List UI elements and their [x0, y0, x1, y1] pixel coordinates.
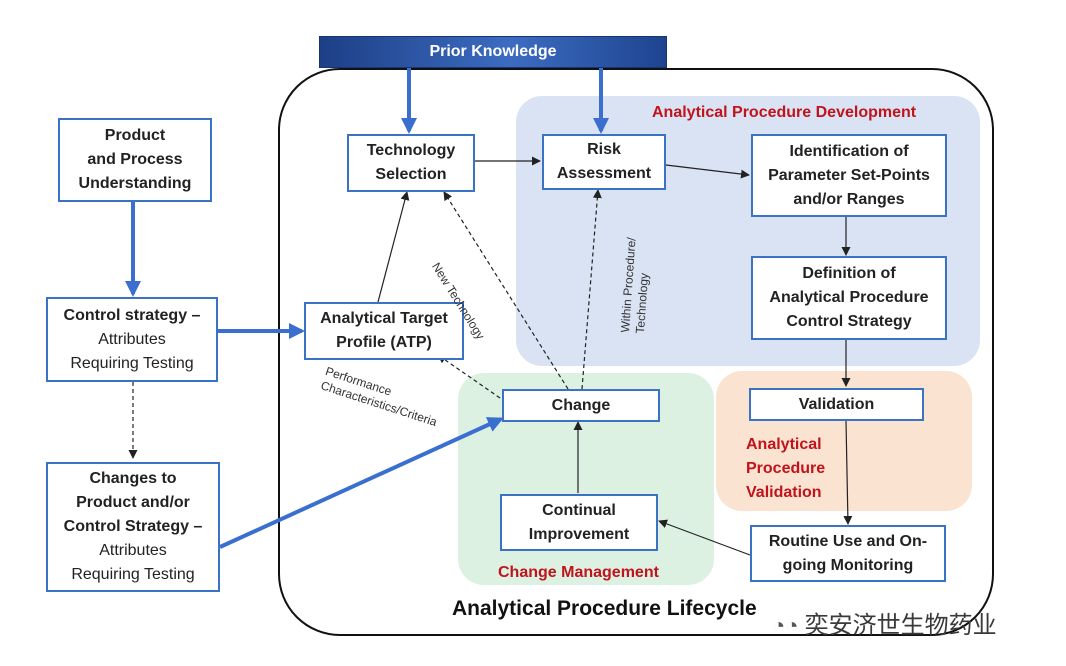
- validation-label-line-2: Procedure: [746, 460, 826, 477]
- identification-line-3: and/or Ranges: [793, 190, 905, 208]
- change-to-atp-arrow: [437, 354, 501, 399]
- changes-line-4: Attributes: [99, 542, 167, 559]
- prior-knowledge-label: Prior Knowledge: [429, 43, 557, 60]
- watermark: ◔◔奕安济世生物药业: [772, 605, 997, 640]
- validation-to-routine-arrow: [843, 420, 853, 525]
- identification-box: Identification of Parameter Set-Points a…: [751, 134, 947, 217]
- validation-box-label: Validation: [798, 395, 875, 413]
- continual-improvement-box: Continual Improvement: [500, 494, 658, 551]
- risk-assessment-line-1: Risk: [587, 141, 621, 158]
- changes-to-product-box: Changes to Product and/or Control Strate…: [46, 462, 220, 592]
- control-strategy-title: Control strategy –: [63, 306, 201, 324]
- validation-label-line-1: Analytical: [746, 436, 822, 453]
- routine-use-line-2: going Monitoring: [782, 556, 914, 574]
- development-region-label: Analytical Procedure Development: [652, 104, 917, 121]
- changes-line-1: Changes to: [89, 470, 177, 487]
- product-understanding-box: Product and Process Understanding: [58, 118, 212, 202]
- prior-knowledge-bar: Prior Knowledge: [319, 36, 667, 68]
- changes-to-change-arrow: [219, 417, 504, 549]
- routine-to-improvement-arrow: [658, 519, 751, 556]
- routine-use-box: Routine Use and On- going Monitoring: [750, 525, 946, 582]
- product-understanding-line-3: Understanding: [78, 175, 192, 192]
- control-strategy-line-3: Requiring Testing: [70, 354, 194, 372]
- definition-box: Definition of Analytical Procedure Contr…: [751, 256, 947, 340]
- change-management-label: Change Management: [498, 564, 659, 581]
- risk-assessment-box: Risk Assessment: [542, 134, 666, 190]
- risk-assessment-line-2: Assessment: [556, 165, 652, 182]
- continual-improvement-line-1: Continual: [542, 501, 616, 519]
- definition-line-2: Analytical Procedure: [769, 289, 929, 306]
- continual-improvement-line-2: Improvement: [528, 525, 630, 543]
- routine-use-line-1: Routine Use and On-: [768, 532, 928, 550]
- definition-line-1: Definition of: [802, 265, 896, 282]
- product-understanding-line-1: Product: [104, 127, 166, 144]
- validation-region-label: Analytical Procedure Validation: [746, 433, 825, 505]
- identification-line-1: Identification of: [789, 142, 909, 160]
- change-box-label: Change: [551, 396, 611, 414]
- risk-to-identification-arrow: [665, 164, 750, 179]
- technology-selection-line-1: Technology: [366, 142, 456, 159]
- control-strategy-box: Control strategy – Attributes Requiring …: [46, 297, 218, 382]
- control-strategy-line-2: Attributes: [98, 330, 166, 348]
- lifecycle-title: Analytical Procedure Lifecycle: [452, 597, 757, 620]
- change-to-risk-arrow: [581, 189, 602, 390]
- technology-selection-box: Technology Selection: [347, 134, 475, 192]
- changes-line-5: Requiring Testing: [71, 566, 195, 583]
- identification-line-2: Parameter Set-Points: [768, 166, 930, 184]
- watermark-text: 奕安济世生物药业: [804, 612, 997, 639]
- change-box: Change: [502, 389, 660, 422]
- product-understanding-line-2: and Process: [87, 151, 183, 168]
- change-to-technology-arrow: [443, 191, 569, 390]
- atp-line-1: Analytical Target: [320, 310, 448, 327]
- changes-line-3: Control Strategy –: [63, 518, 203, 535]
- changes-line-2: Product and/or: [76, 494, 190, 511]
- atp-line-2: Profile (ATP): [336, 334, 432, 351]
- definition-line-3: Control Strategy: [786, 313, 912, 330]
- technology-selection-line-2: Selection: [375, 166, 447, 183]
- validation-label-line-3: Validation: [746, 484, 822, 501]
- wechat-icon: ◔◔: [772, 613, 799, 638]
- atp-box: Analytical Target Profile (ATP): [304, 302, 464, 360]
- atp-to-technology-arrow: [377, 191, 410, 303]
- validation-box: Validation: [749, 388, 924, 421]
